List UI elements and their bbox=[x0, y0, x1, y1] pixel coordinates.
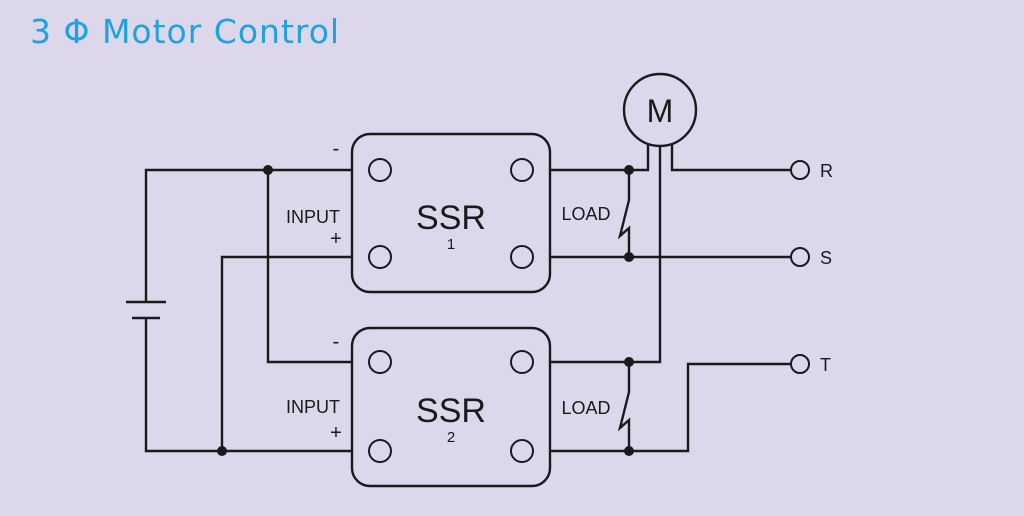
junction-dot bbox=[263, 165, 273, 175]
battery-symbol bbox=[126, 300, 166, 320]
ssr2-plus-label: + bbox=[330, 422, 342, 444]
ssr1-load-terminal-top bbox=[510, 158, 534, 182]
ssr2-minus-label: - bbox=[333, 331, 340, 353]
ssr2-input-label: INPUT bbox=[286, 397, 340, 417]
ssr-2: SSR 2 bbox=[350, 326, 552, 488]
ssr1-number: 1 bbox=[447, 236, 455, 253]
load-wiring bbox=[534, 140, 790, 453]
phase-terminal-s: S bbox=[790, 247, 832, 268]
diagram-title: 3 Φ Motor Control bbox=[30, 12, 341, 51]
ssr2-load-label: LOAD bbox=[561, 398, 610, 418]
ssr1-input-label: INPUT bbox=[286, 207, 340, 227]
phase-s-label: S bbox=[820, 248, 832, 268]
input-wiring bbox=[144, 168, 368, 453]
junction-dot bbox=[624, 252, 634, 262]
phase-terminal-r: R bbox=[790, 160, 833, 181]
ssr2-input-minus-terminal bbox=[368, 350, 392, 374]
junction-dot bbox=[624, 446, 634, 456]
ssr2-name: SSR bbox=[416, 392, 486, 430]
ssr1-name: SSR bbox=[416, 199, 486, 237]
ssr2-input-plus-terminal bbox=[368, 439, 392, 463]
junction-dot bbox=[217, 446, 227, 456]
ssr2-load-terminal-bottom bbox=[510, 439, 534, 463]
junction-dot bbox=[624, 357, 634, 367]
motor-symbol: M bbox=[622, 72, 698, 148]
phase-terminal-t: T bbox=[790, 354, 831, 375]
phase-r-label: R bbox=[820, 161, 833, 181]
ssr2-number: 2 bbox=[447, 429, 455, 446]
ssr1-load-terminal-bottom bbox=[510, 245, 534, 269]
ssr1-minus-label: - bbox=[333, 138, 340, 160]
ssr1-input-plus-terminal bbox=[368, 245, 392, 269]
phase-t-label: T bbox=[820, 355, 831, 375]
ssr-1: SSR 1 bbox=[350, 132, 552, 294]
motor-label: M bbox=[647, 93, 674, 129]
ssr1-plus-label: + bbox=[330, 228, 342, 250]
ssr2-load-terminal-top bbox=[510, 350, 534, 374]
ssr1-load-label: LOAD bbox=[561, 204, 610, 224]
ssr1-input-minus-terminal bbox=[368, 158, 392, 182]
junction-dot bbox=[624, 165, 634, 175]
